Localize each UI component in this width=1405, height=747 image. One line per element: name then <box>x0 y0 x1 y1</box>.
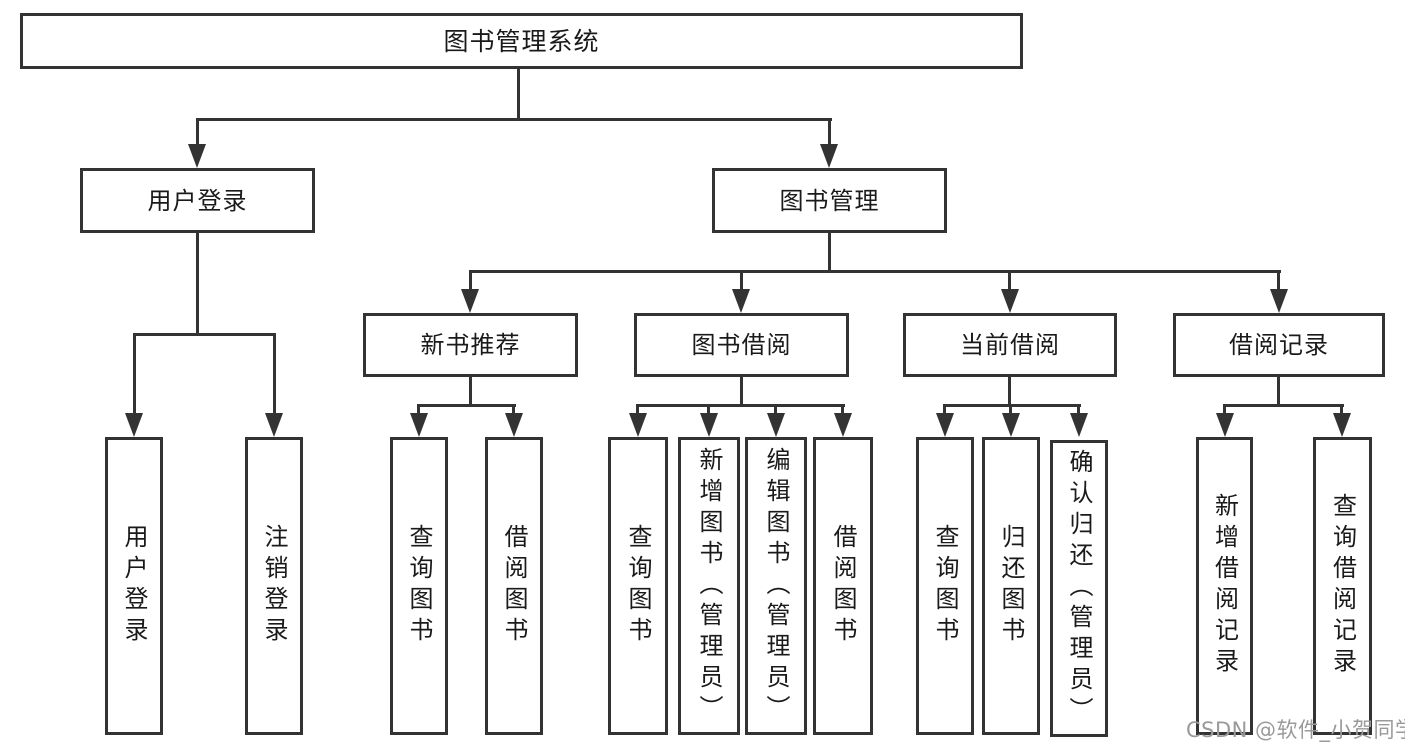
node-book-management: 图书管理 <box>712 168 947 233</box>
node-br-query-record: 查询借阅记录 <box>1313 437 1372 735</box>
connector-line <box>196 118 832 121</box>
node-label: 借阅记录 <box>1229 331 1329 359</box>
connector-line <box>417 404 516 407</box>
node-br-add-record: 新增借阅记录 <box>1196 437 1253 735</box>
node-label: 注销登录 <box>260 524 288 648</box>
connector-line <box>517 69 520 120</box>
connector-line <box>828 118 831 146</box>
arrow-down-icon <box>125 413 143 437</box>
node-label: 借阅图书 <box>500 524 528 648</box>
node-nb-borrow-book: 借阅图书 <box>485 437 543 735</box>
connector-line <box>1340 404 1343 416</box>
node-bb-add-book: 新增图书（管理员） <box>678 437 740 735</box>
connector-line <box>196 233 199 335</box>
connector-line <box>1008 270 1011 293</box>
node-book-borrow: 图书借阅 <box>634 313 849 377</box>
arrow-down-icon <box>410 413 428 437</box>
arrow-down-icon <box>188 144 206 168</box>
connector-line <box>273 333 276 415</box>
connector-line <box>740 270 743 293</box>
connector-line <box>636 404 845 407</box>
node-cb-confirm-return: 确认归还（管理员） <box>1050 440 1108 737</box>
connector-line <box>740 377 743 406</box>
node-label: 确认归还（管理员） <box>1065 449 1093 728</box>
connector-line <box>828 233 831 272</box>
connector-line <box>1223 404 1344 407</box>
arrow-down-icon <box>1216 413 1234 437</box>
connector-line <box>469 270 1281 273</box>
connector-line <box>636 404 639 416</box>
node-bb-query-book: 查询图书 <box>608 437 668 735</box>
connector-line <box>133 333 276 336</box>
node-label: 借阅图书 <box>829 524 857 648</box>
watermark: CSDN @软件_小贺同学 <box>1186 718 1405 742</box>
arrow-down-icon <box>461 289 479 313</box>
node-current-borrow: 当前借阅 <box>903 313 1117 377</box>
connector-line <box>469 270 472 293</box>
node-label: 新增图书（管理员） <box>695 446 723 726</box>
arrow-down-icon <box>834 413 852 437</box>
node-label: 用户登录 <box>120 524 148 648</box>
connector-line <box>196 118 199 146</box>
arrow-down-icon <box>767 413 785 437</box>
connector-line <box>1009 404 1012 416</box>
node-label: 查询借阅记录 <box>1328 493 1357 679</box>
node-label: 新增借阅记录 <box>1210 493 1239 679</box>
node-label: 查询图书 <box>624 524 652 648</box>
arrow-down-icon <box>1070 413 1088 437</box>
node-label: 图书借阅 <box>691 331 792 359</box>
node-label: 查询图书 <box>405 524 433 648</box>
node-cb-return-book: 归还图书 <box>982 437 1040 735</box>
arrow-down-icon <box>700 413 718 437</box>
arrow-down-icon <box>1001 289 1019 313</box>
arrow-down-icon <box>265 413 283 437</box>
arrow-down-icon <box>505 413 523 437</box>
arrow-down-icon <box>820 144 838 168</box>
connector-line <box>707 404 710 416</box>
node-leaf-user-login: 用户登录 <box>105 437 163 735</box>
connector-line <box>1223 404 1226 416</box>
node-cb-query-book: 查询图书 <box>916 437 974 735</box>
arrow-down-icon <box>629 413 647 437</box>
connector-line <box>1008 377 1011 406</box>
connector-line <box>417 404 420 416</box>
node-library-system: 图书管理系统 <box>20 13 1023 69</box>
connector-line <box>1277 270 1280 293</box>
connector-line <box>943 404 946 416</box>
node-user-login: 用户登录 <box>80 168 315 233</box>
node-bb-borrow-book: 借阅图书 <box>813 437 873 735</box>
node-label: 归还图书 <box>997 524 1025 648</box>
node-label: 图书管理 <box>779 186 880 215</box>
node-label: 新书推荐 <box>420 331 521 359</box>
connector-line <box>1277 377 1280 406</box>
arrow-down-icon <box>936 413 954 437</box>
connector-line <box>469 377 472 406</box>
node-label: 当前借阅 <box>960 331 1060 359</box>
arrow-down-icon <box>732 289 750 313</box>
arrow-down-icon <box>1002 413 1020 437</box>
arrow-down-icon <box>1270 289 1288 313</box>
connector-line <box>943 404 1081 407</box>
connector-line <box>1077 404 1080 416</box>
node-label: 用户登录 <box>147 186 248 215</box>
node-label: 查询图书 <box>931 524 959 648</box>
node-label: 编辑图书（管理员） <box>762 446 790 726</box>
node-label: 图书管理系统 <box>443 26 600 56</box>
connector-line <box>841 404 844 416</box>
node-leaf-logout: 注销登录 <box>245 437 303 735</box>
connector-line <box>774 404 777 416</box>
node-bb-edit-book: 编辑图书（管理员） <box>745 437 807 735</box>
connector-line <box>133 333 136 415</box>
connector-line <box>512 404 515 416</box>
arrow-down-icon <box>1333 413 1351 437</box>
node-nb-query-book: 查询图书 <box>390 437 448 735</box>
node-new-book-recommend: 新书推荐 <box>363 313 578 377</box>
node-borrow-records: 借阅记录 <box>1173 313 1385 377</box>
